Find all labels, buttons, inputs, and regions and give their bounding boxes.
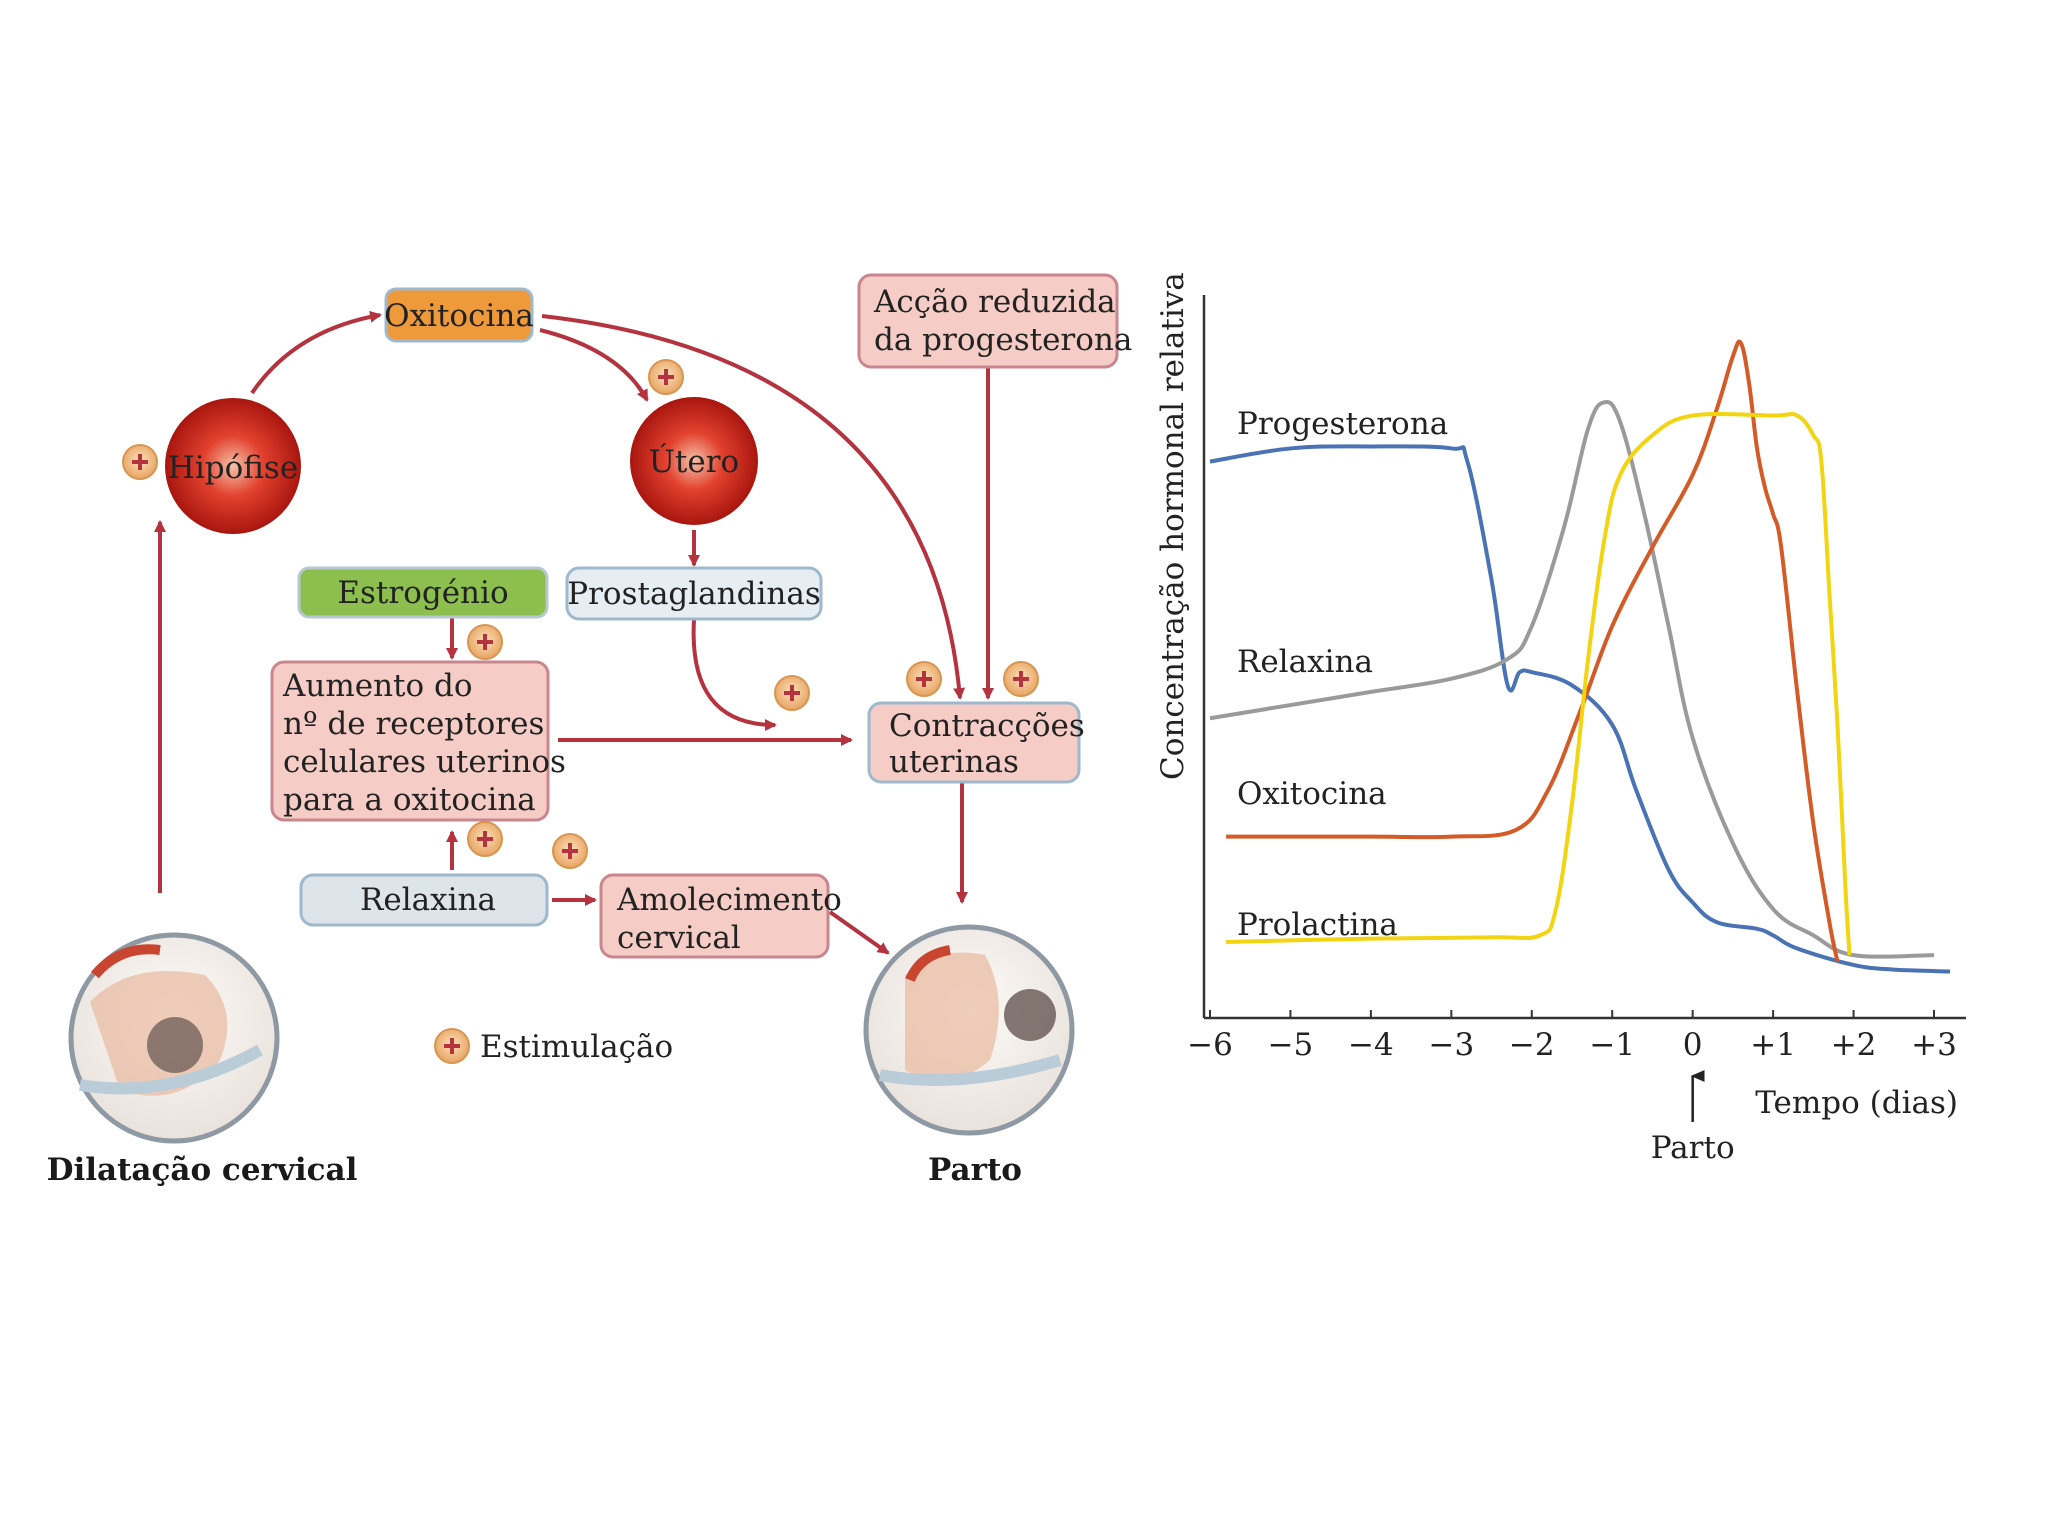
- parto-annotation: Parto: [1651, 1070, 1735, 1166]
- arrow-amolecimento-to-parto: [828, 910, 890, 955]
- x-tick-label: −2: [1509, 1027, 1555, 1063]
- series-line-oxitocina: [1226, 339, 1840, 963]
- series-line-progesterona: [1209, 444, 1951, 974]
- x-tick-label: +2: [1831, 1027, 1877, 1063]
- legend-label: Estimulação: [480, 1029, 673, 1065]
- plus-icon: [552, 833, 588, 869]
- hipofise-label: Hipófise: [168, 450, 298, 486]
- amolecimento-node: Amolecimento cervical: [599, 873, 842, 959]
- y-axis-label: Concentração hormonal relativa: [1155, 272, 1191, 780]
- parto-illustration: Parto: [863, 924, 1075, 1188]
- aumento-line-4: para a oxitocina: [283, 782, 536, 818]
- series-line-prolactina: [1226, 411, 1852, 956]
- dilatacao-illustration: Dilatação cervical: [47, 932, 358, 1188]
- relaxina-label: Relaxina: [360, 882, 496, 918]
- plus-icon: [122, 444, 158, 480]
- hipofise-node: Hipófise: [165, 398, 301, 534]
- estrogenio-label: Estrogénio: [337, 575, 508, 611]
- x-tick-label: −3: [1428, 1027, 1474, 1063]
- series-label-progesterona: Progesterona: [1237, 406, 1448, 442]
- aumento-line-3: celulares uterinos: [283, 744, 566, 780]
- x-tick-label: +1: [1750, 1027, 1796, 1063]
- arrow-prostaglandinas-to-contraccoes: [691, 619, 777, 731]
- series-label-prolactina: Prolactina: [1237, 907, 1398, 943]
- hormone-chart: −6 −5 −4 −3 −2 −1 0 +1 +2 +3 ProgesteronaRelaxina…: [1155, 272, 1966, 1166]
- accao-line-1: Acção reduzida: [873, 284, 1116, 320]
- x-tick-label: −5: [1268, 1027, 1314, 1063]
- oxitocina-node: Oxitocina: [384, 287, 534, 343]
- x-tick-label: −6: [1187, 1027, 1233, 1063]
- x-axis-label: Tempo (dias): [1755, 1085, 1958, 1121]
- plus-icon: [648, 359, 684, 395]
- utero-label: Útero: [649, 442, 739, 480]
- amolecimento-line-1: Amolecimento: [616, 882, 842, 918]
- contraccoes-line-1: Contracções: [889, 708, 1085, 744]
- x-tick-label: +3: [1911, 1027, 1957, 1063]
- plus-icon: [434, 1028, 470, 1064]
- series-lines: [1209, 339, 1951, 974]
- arrow-hipofise-to-oxitocina: [250, 310, 382, 395]
- aumento-line-2: nº de receptores: [283, 706, 544, 742]
- x-tick-label: 0: [1683, 1027, 1703, 1063]
- chart-axes: [1202, 295, 1966, 1020]
- estrogenio-node: Estrogénio: [297, 566, 549, 619]
- plus-icon: [906, 661, 942, 697]
- accao-progesterona-node: Acção reduzida da progesterona: [857, 273, 1132, 369]
- aumento-receptores-node: Aumento do nº de receptores celulares ut…: [270, 660, 566, 822]
- oxitocina-label: Oxitocina: [384, 298, 534, 334]
- x-tick-label: −4: [1348, 1027, 1394, 1063]
- prostaglandinas-label: Prostaglandinas: [567, 576, 821, 612]
- parto-annotation-label: Parto: [1651, 1130, 1735, 1166]
- amolecimento-line-2: cervical: [617, 920, 741, 956]
- series-label-relaxina: Relaxina: [1237, 644, 1373, 680]
- arrow-oxitocina-to-contraccoes: [541, 314, 966, 700]
- series-label-oxitocina: Oxitocina: [1237, 776, 1387, 812]
- relaxina-node: Relaxina: [299, 873, 549, 927]
- legend: Estimulação: [434, 1028, 673, 1065]
- x-tick-label: −1: [1589, 1027, 1635, 1063]
- diagram-arrows: [154, 310, 994, 955]
- prostaglandinas-node: Prostaglandinas: [565, 566, 823, 621]
- series-line-relaxina: [1209, 400, 1935, 959]
- plus-icon: [467, 624, 503, 660]
- accao-line-2: da progesterona: [874, 322, 1132, 358]
- parto-caption: Parto: [928, 1152, 1022, 1188]
- utero-node: Útero: [630, 397, 758, 525]
- stimulation-badges: [122, 359, 1039, 869]
- x-ticks: −6 −5 −4 −3 −2 −1 0 +1 +2 +3: [1187, 1010, 1957, 1063]
- contraccoes-line-2: uterinas: [889, 744, 1019, 780]
- plus-icon: [467, 821, 503, 857]
- dilatacao-caption: Dilatação cervical: [47, 1152, 358, 1188]
- aumento-line-1: Aumento do: [282, 668, 473, 704]
- contraccoes-node: Contracções uterinas: [867, 701, 1085, 784]
- plus-icon: [1003, 661, 1039, 697]
- arrow-oxitocina-to-utero: [539, 328, 649, 402]
- plus-icon: [774, 675, 810, 711]
